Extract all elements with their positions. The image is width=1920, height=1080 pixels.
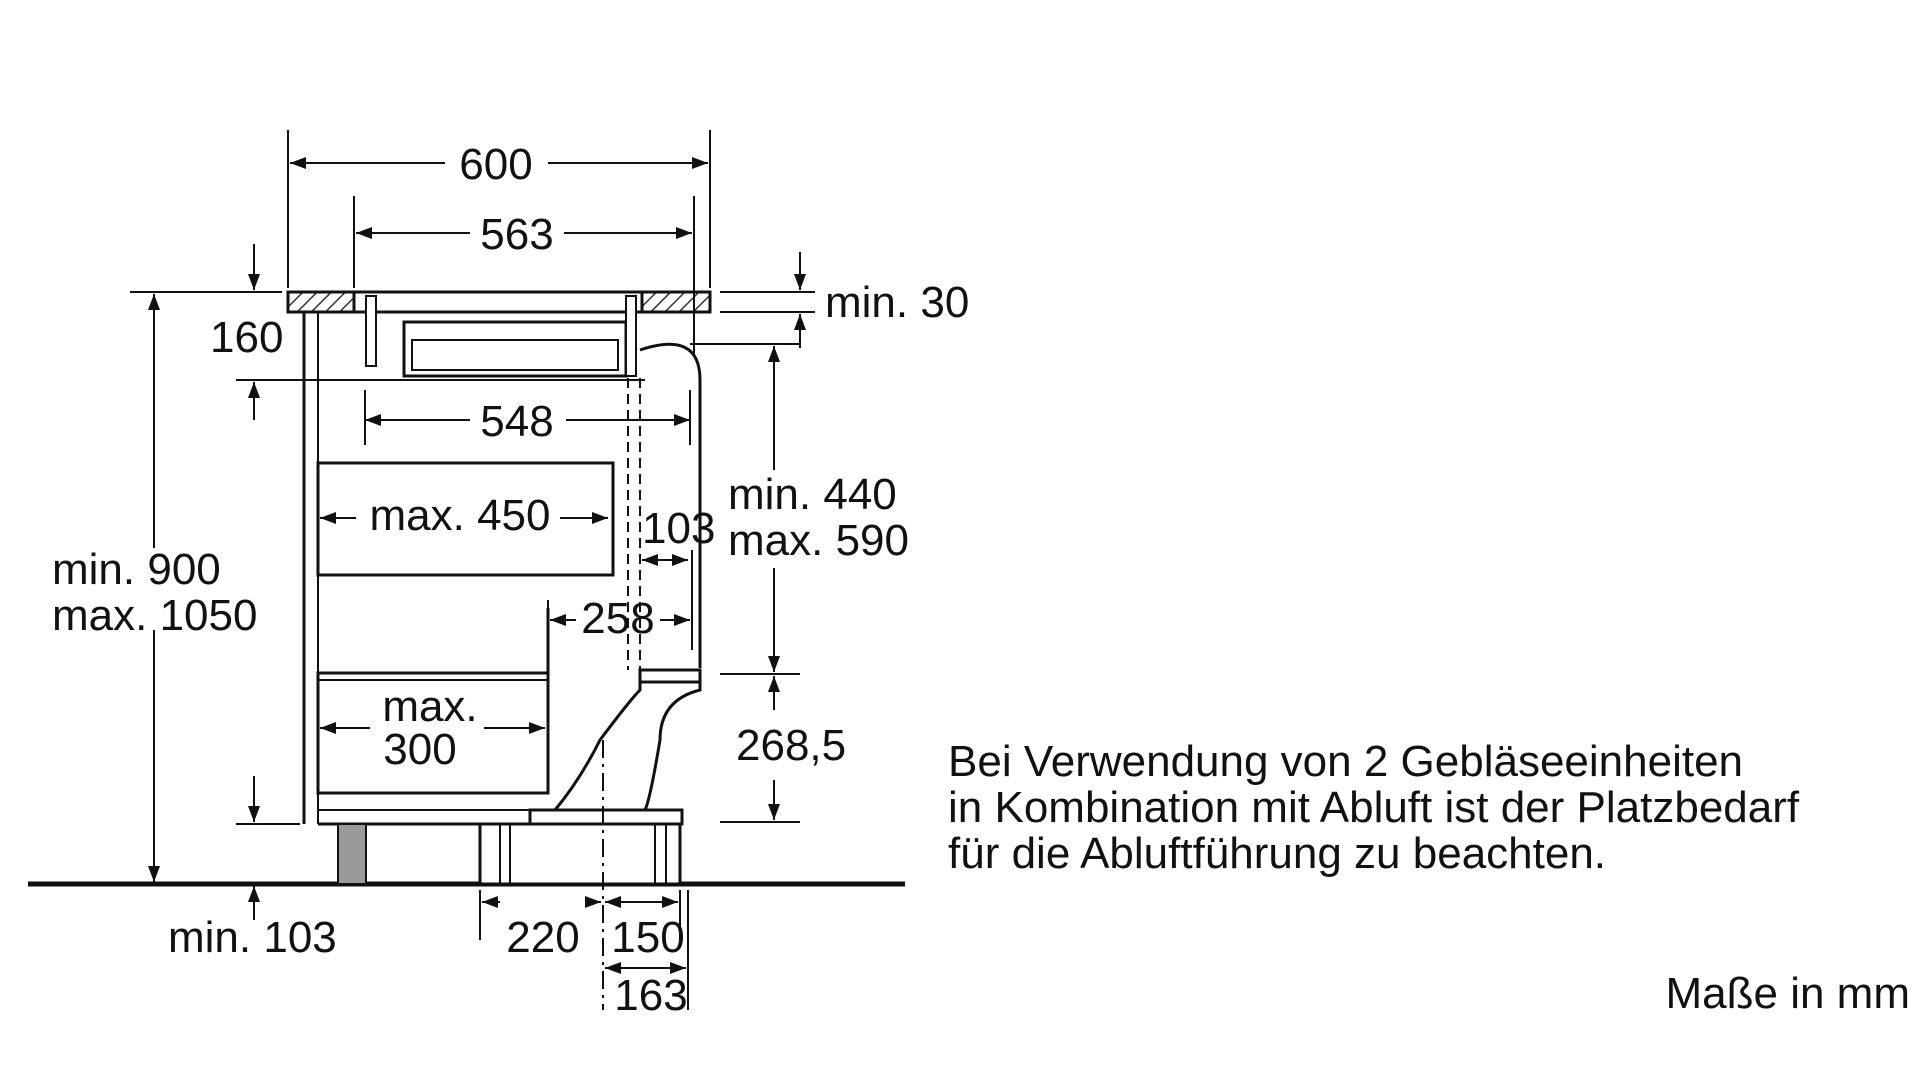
dim-max-300-b: 300 xyxy=(383,725,456,774)
dim-max-590: max. 590 xyxy=(728,516,909,565)
dim-268-5: 268,5 xyxy=(736,721,846,770)
exhaust-outlet xyxy=(528,808,684,826)
dim-min-440: min. 440 xyxy=(728,470,897,519)
dim-220: 220 xyxy=(506,913,579,962)
countertop-left-hatch xyxy=(286,290,356,314)
dim-max-450: max. 450 xyxy=(370,491,551,540)
cooktop xyxy=(352,290,644,314)
dim-563: 563 xyxy=(480,210,553,259)
drawer-upper xyxy=(316,461,615,577)
dim-min-900: min. 900 xyxy=(52,545,221,594)
dim-min-30: min. 30 xyxy=(825,278,969,327)
dim-max-1050: max. 1050 xyxy=(52,591,257,640)
dim-548: 548 xyxy=(480,397,553,446)
dim-258: 258 xyxy=(581,594,654,643)
countertop-right-hatch xyxy=(640,290,712,314)
cabinet-foot-left xyxy=(337,823,367,885)
dim-600: 600 xyxy=(459,140,532,189)
plinth-duct xyxy=(478,822,682,886)
dim-max-300-a: max. xyxy=(382,682,477,731)
note-line-2: in Kombination mit Abluft ist der Platzb… xyxy=(948,783,1800,832)
units-label: Maße in mm xyxy=(1666,969,1910,1018)
dim-163: 163 xyxy=(614,971,687,1020)
dim-min-103: min. 103 xyxy=(168,913,337,962)
note-line-3: für die Abluftführung zu beachten. xyxy=(948,829,1606,878)
dim-160: 160 xyxy=(210,313,283,362)
note-line-1: Bei Verwendung von 2 Gebläseeinheiten xyxy=(948,737,1743,786)
dim-150: 150 xyxy=(611,913,684,962)
exhaust-duct-bend xyxy=(551,668,702,812)
dim-103: 103 xyxy=(642,504,715,553)
